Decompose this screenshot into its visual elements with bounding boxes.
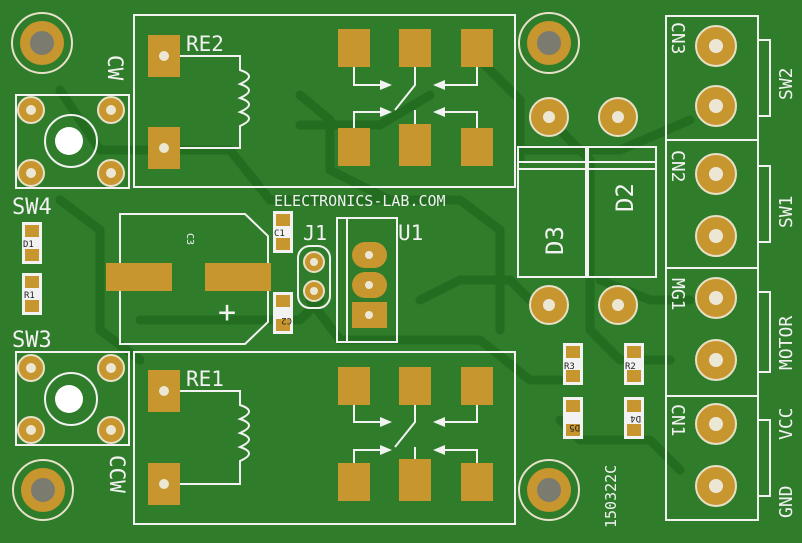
sw3-label: SW3 [12, 328, 52, 353]
revision-label: 150322C [602, 465, 620, 528]
gnd-label: GND [776, 485, 797, 518]
capacitor-c3: C3 + [106, 213, 271, 345]
motor-label: MOTOR [776, 316, 797, 370]
jumper-j1: J1 [297, 221, 331, 309]
d5-label: D5 [569, 422, 580, 432]
mounting-hole-bottom-left [12, 459, 74, 521]
j1-label: J1 [303, 221, 327, 245]
d3-label: D3 [541, 226, 569, 255]
smd-d4: D4 [624, 397, 644, 439]
relay-re2: RE2 [133, 14, 516, 188]
connector-cn1: CN1 VCC GND [665, 395, 797, 521]
switch-sw4 [15, 94, 130, 189]
smd-r3: R3 [563, 343, 583, 385]
r2-label: R2 [625, 362, 636, 372]
smd-r2: R2 [624, 343, 644, 385]
u1-label: U1 [398, 221, 423, 245]
switch-sw3 [15, 351, 130, 446]
cn3-label: CN3 [667, 22, 688, 55]
c2-label: C2 [281, 315, 292, 325]
sw4-label: SW4 [12, 195, 52, 220]
c3-plus-label: + [218, 295, 236, 330]
mounting-hole-top-right [518, 12, 580, 74]
mounting-hole-top-left [11, 12, 73, 74]
r1-label: R1 [24, 291, 35, 301]
sw2-label: SW2 [776, 67, 797, 100]
diode-d3: D3 [517, 97, 587, 325]
connector-cn3: CN3 SW2 [665, 15, 797, 141]
ccw-label: CCW [105, 455, 129, 493]
mounting-hole-bottom-right [518, 459, 580, 521]
c1-label: C1 [274, 229, 285, 239]
diode-d2: D2 [587, 97, 657, 325]
d4-label: D4 [630, 413, 641, 423]
cn1-label: CN1 [667, 404, 688, 437]
d1-label: D1 [23, 240, 34, 250]
smd-d5: D5 [563, 397, 583, 439]
smd-r1: R1 [22, 273, 42, 315]
regulator-u1: U1 [336, 217, 423, 343]
r3-label: R3 [564, 362, 575, 372]
relay-re2-label: RE2 [186, 32, 224, 56]
vcc-label: VCC [776, 407, 797, 440]
smd-d1: D1 [22, 222, 42, 264]
cw-label: CW [103, 55, 127, 81]
d2-label: D2 [611, 183, 639, 212]
c3-label: C3 [184, 233, 195, 245]
sw1-label: SW1 [776, 195, 797, 228]
smd-c2: C2 [273, 292, 293, 334]
connector-mg1: MG1 MOTOR [665, 267, 797, 397]
connector-cn2: CN2 SW1 [665, 139, 797, 269]
relay-re1-label: RE1 [186, 367, 224, 391]
relay-re1: RE1 [133, 351, 516, 525]
cn2-label: CN2 [667, 150, 688, 183]
mg1-label: MG1 [667, 278, 688, 311]
brand-text: ELECTRONICS-LAB.COM [274, 192, 446, 210]
smd-c1: C1 [273, 211, 293, 253]
